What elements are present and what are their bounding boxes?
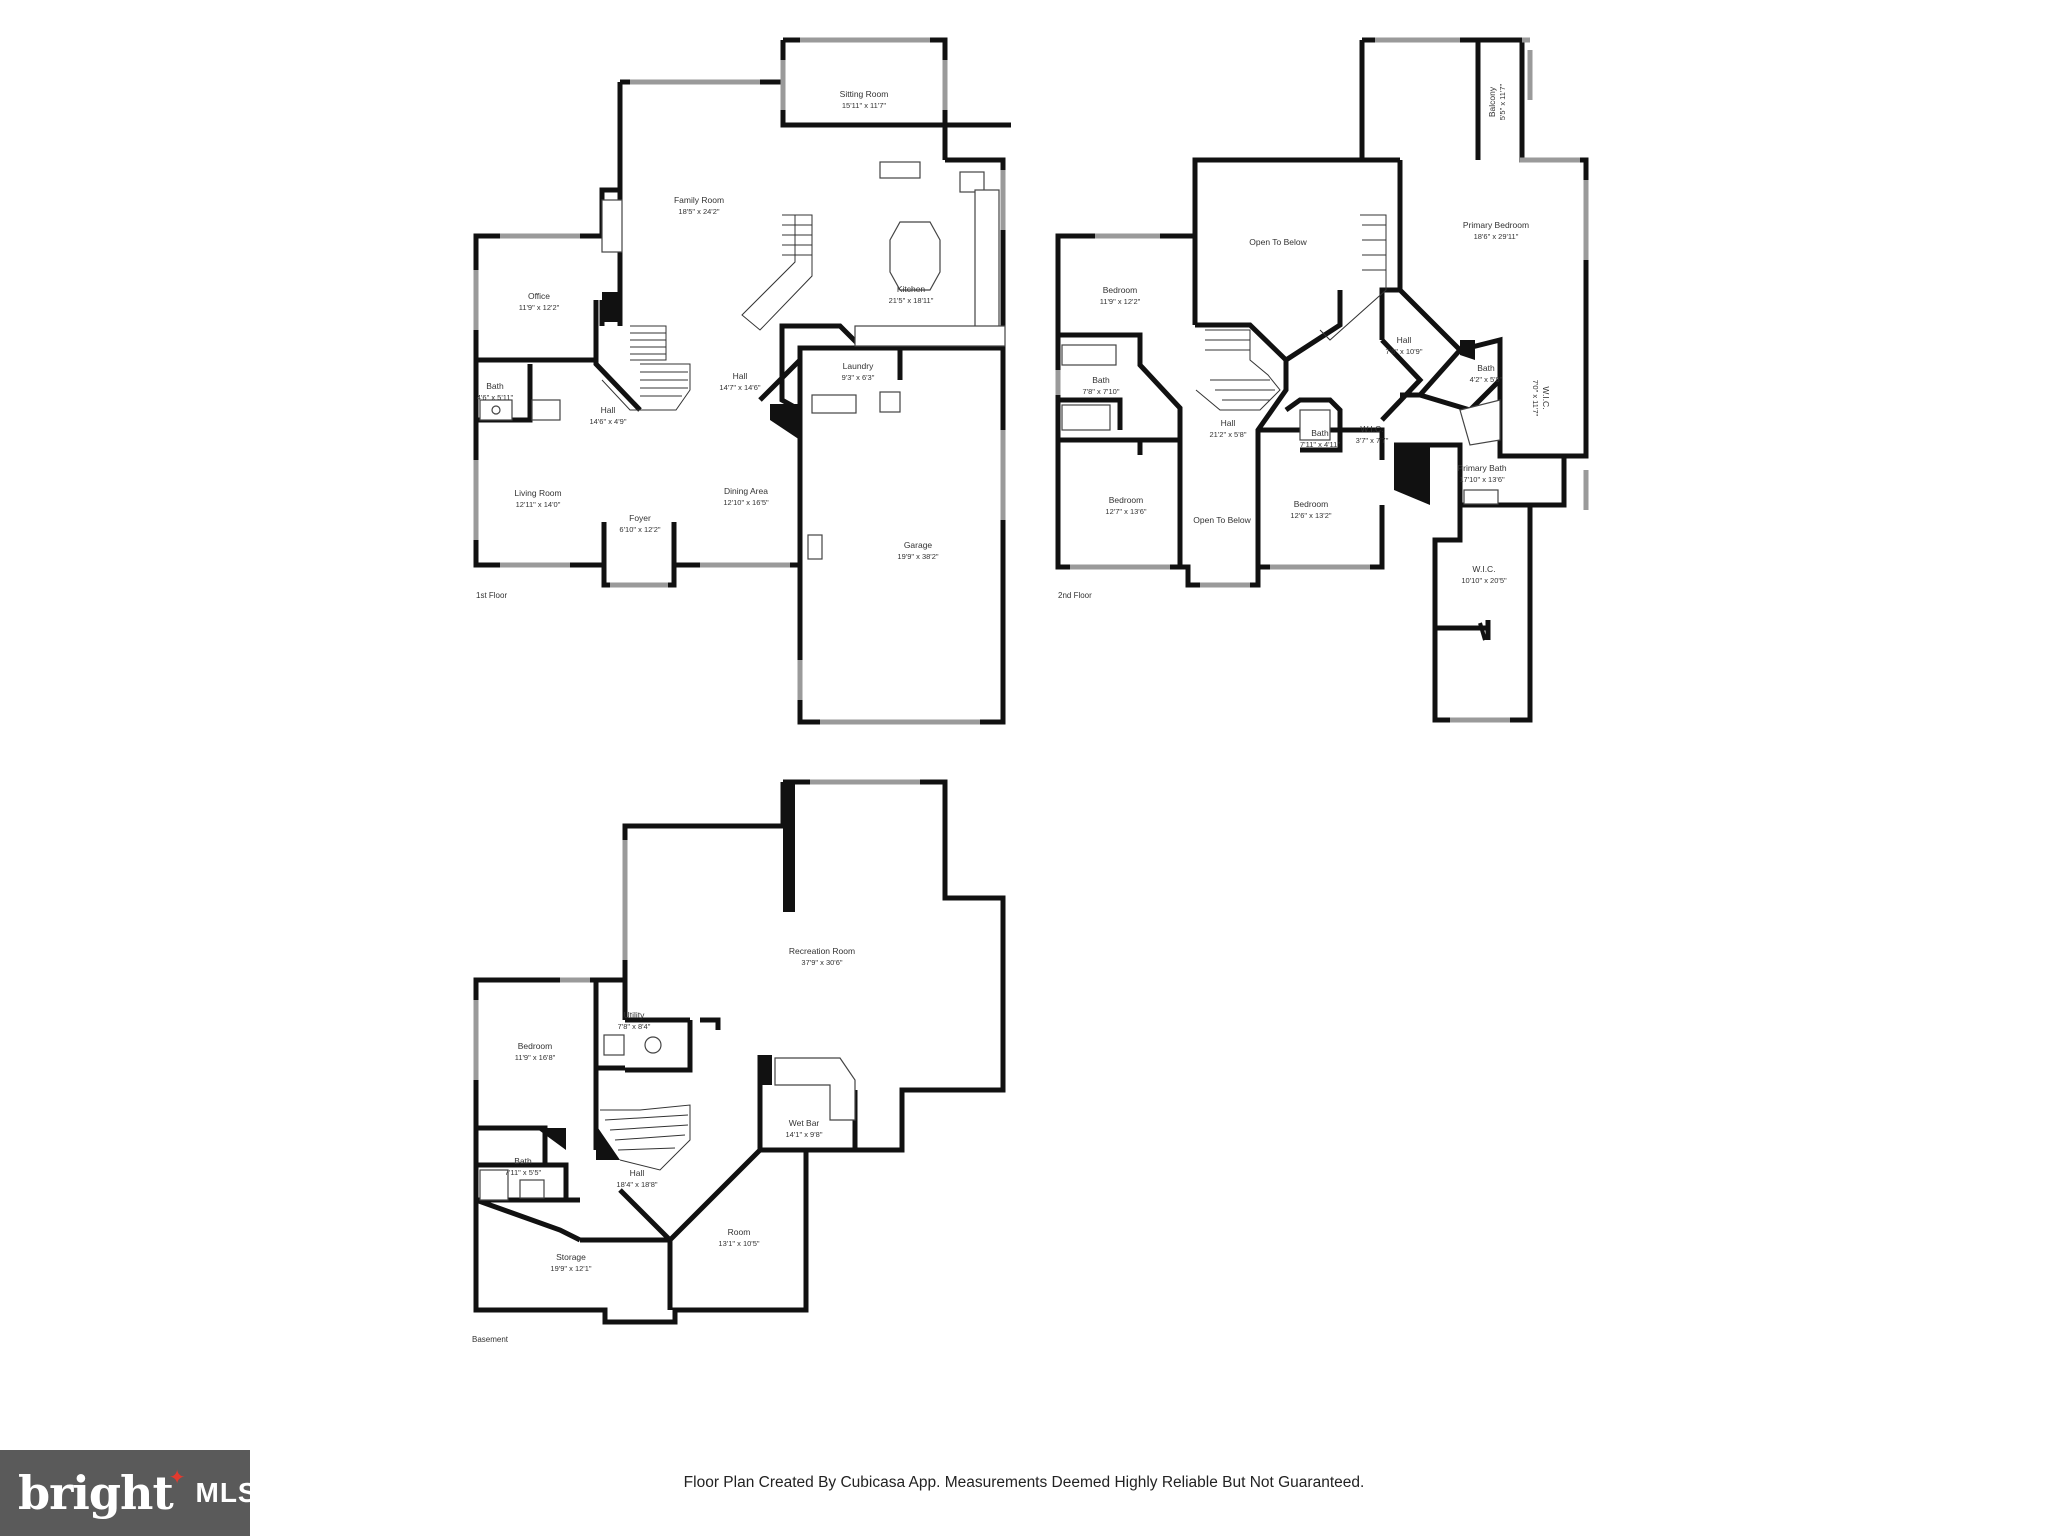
room-name-wic-small: W.I.C. bbox=[1360, 424, 1383, 434]
room-name-recreation: Recreation Room bbox=[789, 946, 855, 956]
room-dims-recreation: 37'9" x 30'6" bbox=[801, 958, 842, 967]
room-name-bath-c: Bath bbox=[1311, 428, 1329, 438]
room-dims-bath-b: 7'11" x 5'5" bbox=[505, 1168, 542, 1177]
room-dims-wic-small: 3'7" x 7'7" bbox=[1356, 436, 1389, 445]
room-name-family: Family Room bbox=[674, 195, 724, 205]
room-dims-bath-c: 7'11" x 4'11" bbox=[1300, 440, 1340, 449]
room-name-hall-b: Hall bbox=[630, 1168, 645, 1178]
room-dims-family: 18'5" x 24'2" bbox=[678, 207, 719, 216]
logo-brand-text: bright bbox=[18, 1466, 174, 1520]
room-name-wetbar: Wet Bar bbox=[789, 1118, 820, 1128]
room-name-living: Living Room bbox=[514, 488, 561, 498]
room-dims-dining: 12'10" x 16'5" bbox=[723, 498, 769, 507]
spark-icon: ✦ bbox=[168, 1466, 186, 1489]
room-name-foyer: Foyer bbox=[629, 513, 651, 523]
room-dims-bedroom-nw: 11'9" x 12'2" bbox=[1100, 297, 1141, 306]
room-name-office: Office bbox=[528, 291, 550, 301]
room-name-dining: Dining Area bbox=[724, 486, 768, 496]
room-dims-living: 12'11" x 14'0" bbox=[516, 500, 561, 509]
room-name-hall-small: Hall bbox=[601, 405, 616, 415]
room-dims-office: 11'9" x 12'2" bbox=[519, 303, 560, 312]
room-name-balcony: Balcony bbox=[1487, 86, 1497, 117]
room-dims-primary-bath: 17'10" x 13'6" bbox=[1459, 475, 1505, 484]
room-dims-storage: 19'9" x 12'1" bbox=[550, 1264, 591, 1273]
room-name-hall-c: Hall bbox=[1221, 418, 1236, 428]
room-dims-hall-b: 18'4" x 18'8" bbox=[616, 1180, 657, 1189]
room-dims-hall-small: 14'6" x 4'9" bbox=[590, 417, 627, 426]
room-name-storage: Storage bbox=[556, 1252, 586, 1262]
room-dims-bedroom-b: 11'9" x 16'8" bbox=[515, 1053, 556, 1062]
floor-label-1st: 1st Floor bbox=[476, 591, 507, 600]
logo-suffix-text: MLS bbox=[195, 1477, 258, 1508]
room-dims-wic-s: 10'10" x 20'5" bbox=[1461, 576, 1507, 585]
room-name-hall-1: Hall bbox=[733, 371, 748, 381]
room-name-bath-b: Bath bbox=[514, 1156, 532, 1166]
room-name-open-bottom: Open To Below bbox=[1193, 515, 1251, 525]
room-dims-primary-bedroom: 18'6" x 29'11" bbox=[1474, 232, 1519, 241]
room-dims-bedroom-s: 12'6" x 13'2" bbox=[1290, 511, 1331, 520]
room-name-bath-e: Bath bbox=[1477, 363, 1495, 373]
room-name-room-b: Room bbox=[728, 1227, 751, 1237]
room-name-bedroom-nw: Bedroom bbox=[1103, 285, 1138, 295]
room-name-bedroom-b: Bedroom bbox=[518, 1041, 553, 1051]
room-name-primary-bedroom: Primary Bedroom bbox=[1463, 220, 1529, 230]
room-dims-kitchen: 21'5" x 18'11" bbox=[889, 296, 934, 305]
room-name-bath-w: Bath bbox=[1092, 375, 1110, 385]
second-floor-plan bbox=[1055, 37, 1589, 723]
room-dims-sitting: 15'11" x 11'7" bbox=[842, 101, 887, 110]
bright-mls-logo: bright ✦ MLS bbox=[0, 1450, 257, 1536]
room-dims-hall-1: 14'7" x 14'6" bbox=[719, 383, 760, 392]
room-dims-bath-e: 4'2" x 5'8" bbox=[1470, 375, 1503, 384]
first-floor-plan bbox=[473, 37, 1011, 725]
room-dims-bath-w: 7'8" x 7'10" bbox=[1083, 387, 1120, 396]
room-dims-hall-c: 21'2" x 5'8" bbox=[1210, 430, 1247, 439]
basement-plan bbox=[473, 779, 1006, 1325]
room-name-utility: Utility bbox=[624, 1010, 646, 1020]
room-dims-hall-e: 7'6" x 10'9" bbox=[1386, 347, 1423, 356]
room-name-primary-bath: Primary Bath bbox=[1457, 463, 1506, 473]
room-name-laundry: Laundry bbox=[843, 361, 874, 371]
room-name-hall-e: Hall bbox=[1397, 335, 1412, 345]
room-dims-wetbar: 14'1" x 9'8" bbox=[786, 1130, 823, 1139]
room-name-garage: Garage bbox=[904, 540, 933, 550]
room-name-bedroom-sw: Bedroom bbox=[1109, 495, 1144, 505]
room-name-bedroom-s: Bedroom bbox=[1294, 499, 1329, 509]
room-dims-wic-e: 7'0" x 11'7" bbox=[1531, 380, 1540, 417]
floor-label-2nd: 2nd Floor bbox=[1058, 591, 1092, 600]
room-name-sitting: Sitting Room bbox=[840, 89, 889, 99]
room-dims-bath-1: 4'6" x 5'11" bbox=[477, 393, 514, 402]
room-dims-foyer: 6'10" x 12'2" bbox=[619, 525, 660, 534]
room-name-wic-s: W.I.C. bbox=[1472, 564, 1495, 574]
room-name-wic-e: W.I.C. bbox=[1541, 386, 1551, 409]
room-dims-room-b: 13'1" x 10'5" bbox=[718, 1239, 759, 1248]
room-name-kitchen: Kitchen bbox=[897, 284, 926, 294]
room-dims-balcony: 5'5" x 11'7" bbox=[1498, 83, 1507, 120]
disclaimer-note: Floor Plan Created By Cubicasa App. Meas… bbox=[683, 1474, 1365, 1491]
room-dims-garage: 19'9" x 38'2" bbox=[897, 552, 938, 561]
room-dims-utility: 7'8" x 8'4" bbox=[618, 1022, 651, 1031]
room-dims-laundry: 9'3" x 6'3" bbox=[842, 373, 875, 382]
room-dims-bedroom-sw: 12'7" x 13'6" bbox=[1105, 507, 1146, 516]
room-name-open-top: Open To Below bbox=[1249, 237, 1307, 247]
floor-label-basement: Basement bbox=[472, 1335, 509, 1344]
room-name-bath-1: Bath bbox=[486, 381, 504, 391]
